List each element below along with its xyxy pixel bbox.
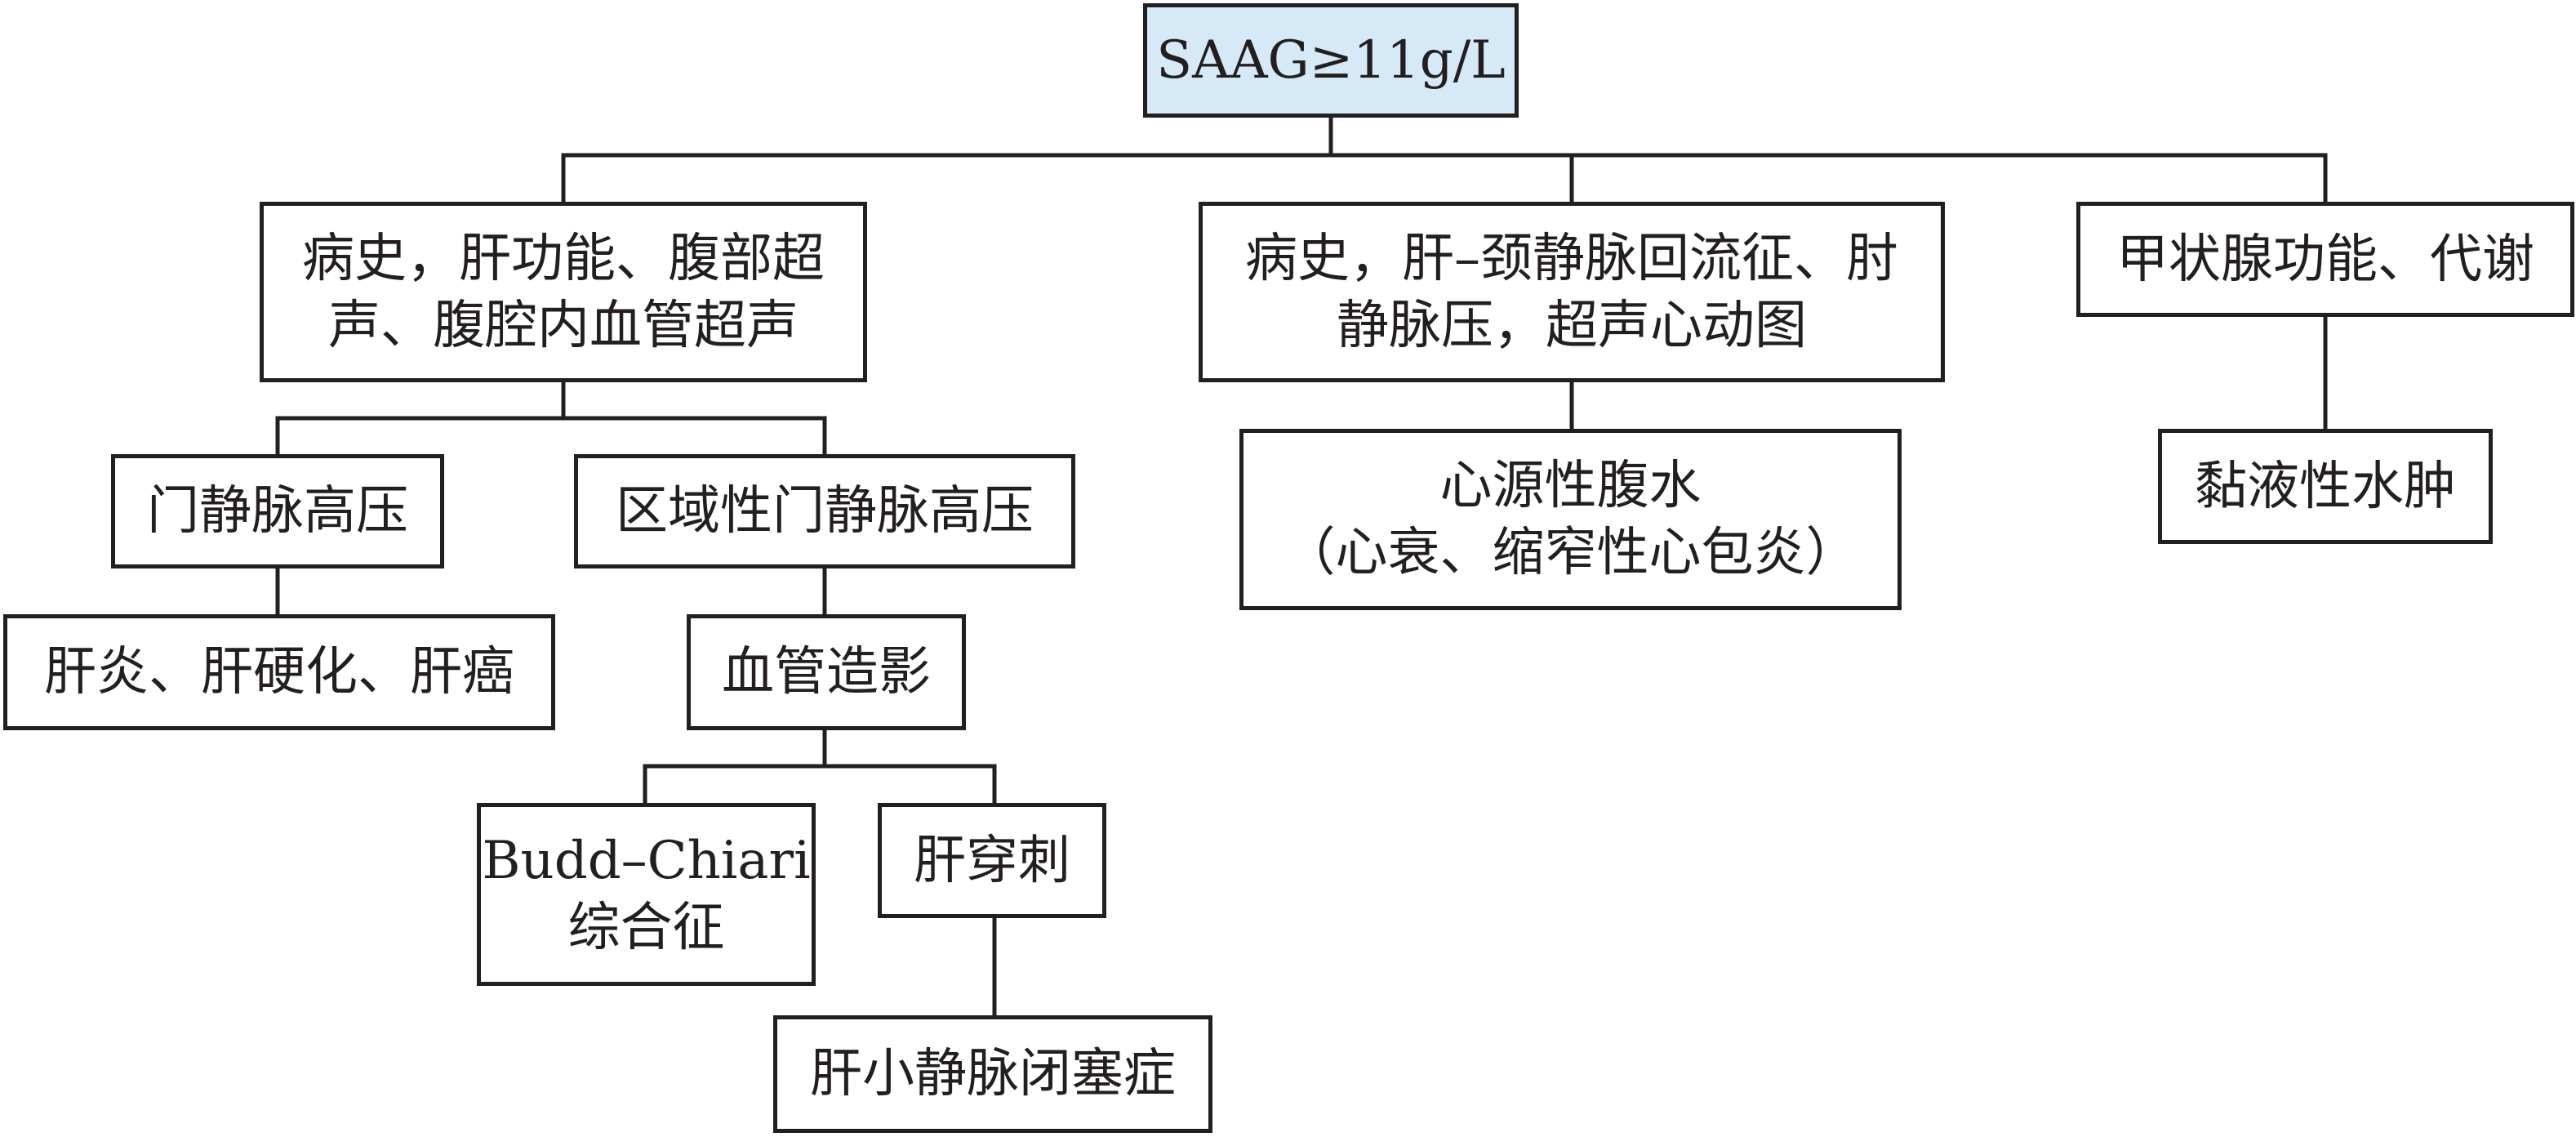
node-history-liver-ultrasound: 病史，肝功能、腹部超 声、腹腔内血管超声	[260, 202, 867, 382]
node-label: 静脉压，超声心动图	[1337, 295, 1807, 356]
node-hepatic-veno-occlusive-disease: 肝小静脉闭塞症	[773, 1015, 1212, 1133]
node-label: 门静脉高压	[147, 481, 408, 542]
node-myxedema: 黏液性水肿	[2158, 429, 2493, 544]
node-label: 甲状腺功能、代谢	[2116, 229, 2534, 290]
node-label: SAAG≥11g/L	[1156, 30, 1506, 91]
node-angiography: 血管造影	[687, 614, 966, 730]
node-label: 区域性门静脉高压	[616, 481, 1034, 542]
node-label: Budd–Chiari	[482, 831, 811, 891]
node-history-cardiac: 病史，肝–颈静脉回流征、肘 静脉压，超声心动图	[1199, 202, 1945, 382]
node-cardiogenic-ascites: 心源性腹水 （心衰、缩窄性心包炎）	[1239, 429, 1902, 610]
node-label: 黏液性水肿	[2195, 456, 2456, 517]
node-regional-portal-hypertension: 区域性门静脉高压	[574, 454, 1075, 568]
node-label: （心衰、缩窄性心包炎）	[1283, 523, 1858, 583]
node-saag: SAAG≥11g/L	[1143, 3, 1519, 118]
node-liver-biopsy: 肝穿刺	[878, 803, 1106, 918]
node-budd-chiari: Budd–Chiari 综合征	[477, 803, 816, 986]
node-label: 声、腹腔内血管超声	[328, 295, 799, 356]
node-hepatitis-cirrhosis-cancer: 肝炎、肝硬化、肝癌	[3, 614, 555, 730]
node-portal-hypertension: 门静脉高压	[111, 454, 444, 568]
node-label: 病史，肝–颈静脉回流征、肘	[1245, 228, 1898, 289]
node-label: 综合征	[567, 898, 725, 958]
node-label: 肝小静脉闭塞症	[810, 1044, 1176, 1104]
node-label: 肝炎、肝硬化、肝癌	[44, 642, 514, 702]
node-label: 心源性腹水	[1439, 456, 1702, 516]
node-thyroid-metabolism: 甲状腺功能、代谢	[2076, 202, 2574, 317]
node-label: 血管造影	[722, 642, 931, 702]
node-label: 病史，肝功能、腹部超	[302, 228, 825, 289]
node-label: 肝穿刺	[914, 830, 1070, 891]
